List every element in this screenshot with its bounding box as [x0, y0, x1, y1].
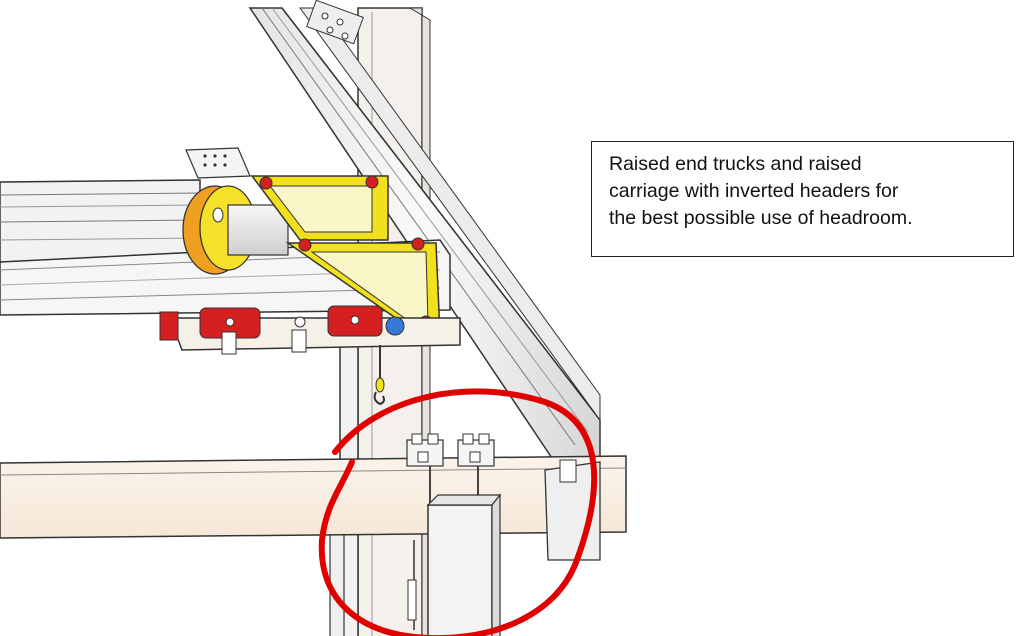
callout-box: Raised end trucks and raised carriage wi… — [591, 141, 1014, 257]
beam-clamps — [406, 433, 495, 505]
hanger-tube — [407, 493, 502, 636]
callout-line-3: the best possible use of headroom. — [609, 206, 913, 229]
hoist-unit — [182, 147, 289, 275]
header-beam — [0, 455, 627, 561]
yellow-brackets — [250, 175, 441, 336]
callout-line-1: Raised end trucks and raised — [609, 153, 862, 175]
carriage — [159, 305, 461, 406]
runway-rail — [248, 0, 601, 471]
highlight-circle — [318, 388, 598, 636]
callout-line-2: carriage with inverted headers for — [609, 179, 899, 202]
